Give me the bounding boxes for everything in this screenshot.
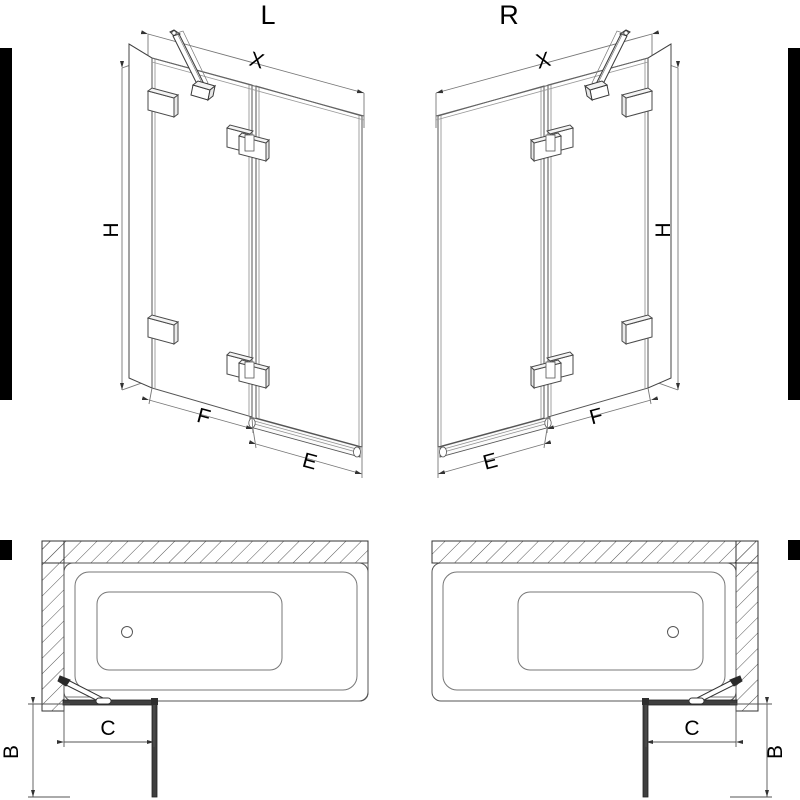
wall-bracket-lower-left [146, 314, 180, 345]
door-hinge-upper-right [530, 124, 574, 163]
hatched-wall-side-left [41, 540, 65, 712]
hatched-wall-top-right [431, 540, 759, 564]
door-hinge-lower-left [226, 351, 270, 390]
dimension-label-c-right: C [684, 717, 699, 740]
drain-hole-left [121, 626, 133, 638]
door-hinge-upper-left [226, 124, 270, 163]
dimension-label-b-left: B [0, 745, 23, 759]
stabiliser-bar-plan-left [57, 675, 112, 705]
dimension-e-left [248, 428, 363, 478]
dimension-label-b-right: B [764, 745, 787, 759]
dimension-label-f-right: F [587, 404, 605, 430]
top-rail-right [435, 57, 649, 121]
bathtub-inner-rim-right [442, 571, 726, 691]
hinged-glass-door-left [255, 85, 363, 448]
crop-mark-right-square [788, 540, 800, 560]
dimension-label-e-right: E [481, 449, 500, 475]
wall-bracket-upper-right [620, 87, 654, 118]
stabiliser-bar-right [583, 29, 631, 102]
variant-label-right: R [499, 0, 519, 30]
bathtub-outline-left [63, 562, 369, 702]
hinged-glass-door-right [437, 85, 545, 448]
crop-mark-left-bar [0, 48, 12, 400]
plan-view-left-hand: C B [0, 540, 369, 798]
variant-label-left: L [260, 0, 275, 30]
dimension-label-c-left: C [100, 717, 115, 740]
dimension-b-right [730, 697, 772, 798]
bathtub-outline-right [431, 562, 737, 702]
door-panel-plan-open-right [642, 698, 649, 798]
dimension-b-left [28, 697, 70, 798]
dimension-e-right [437, 428, 552, 478]
crop-registration-marks [0, 48, 800, 560]
dimension-label-x-left: X [247, 48, 266, 74]
dimension-label-e-left: E [300, 449, 319, 475]
drain-hole-right [667, 626, 679, 638]
dimension-label-x-right: X [534, 48, 553, 74]
elevation-view-right-hand [435, 29, 680, 478]
stabiliser-bar-left [169, 29, 217, 102]
dimension-c-left [57, 705, 155, 747]
wall-bracket-lower-right [620, 314, 654, 345]
dimension-c-right [645, 705, 743, 747]
door-hinge-lower-right [530, 351, 574, 390]
crop-mark-right-bar [788, 48, 800, 400]
hatched-wall-side-right [735, 540, 759, 712]
plan-view-right-hand [431, 540, 772, 798]
top-rail-left [151, 57, 365, 121]
crop-mark-left-square [0, 540, 12, 560]
dimension-label-f-left: F [195, 404, 213, 430]
stabiliser-bar-plan-right [688, 675, 743, 705]
bathtub-inner-basin-right [517, 591, 704, 671]
door-panel-plan-open-left [151, 698, 158, 798]
elevation-view-left-hand: X H [100, 0, 365, 478]
dimension-label-h-right: H [652, 222, 675, 237]
bathtub-inner-basin-left [96, 591, 283, 671]
wall-bracket-upper-left [146, 87, 180, 118]
bathtub-inner-rim-left [74, 571, 358, 691]
dimension-label-h-left: H [100, 222, 123, 237]
hatched-wall-top-left [41, 540, 369, 564]
